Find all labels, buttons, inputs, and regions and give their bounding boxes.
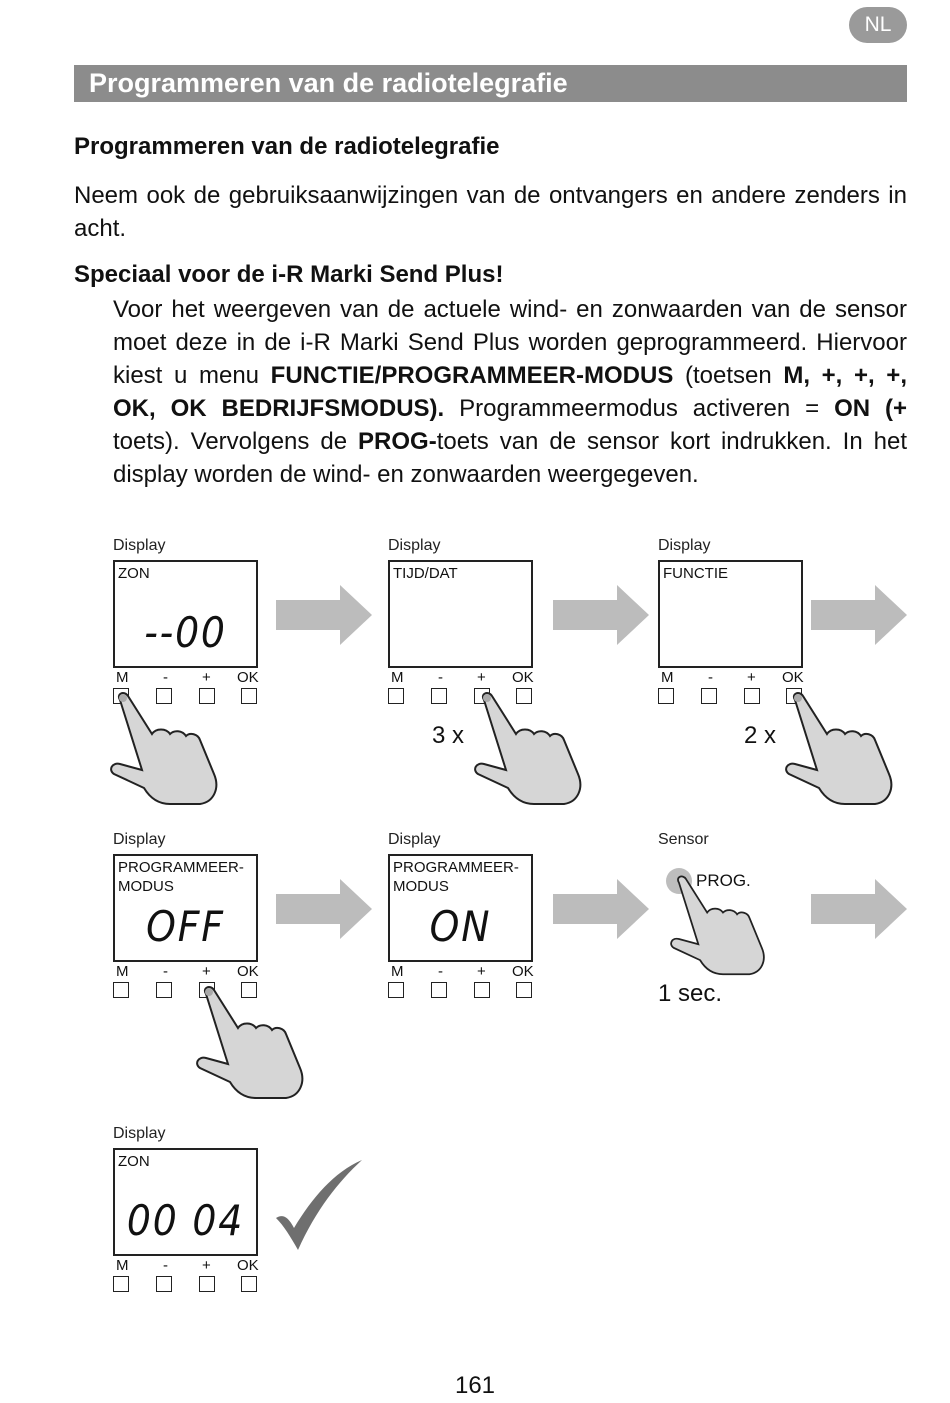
key-button xyxy=(516,982,532,998)
key-button xyxy=(744,688,760,704)
page-number: 161 xyxy=(0,1372,950,1400)
step-1-label: Display xyxy=(113,537,165,555)
display-title: TIJD/DAT xyxy=(393,564,458,583)
key-label: + xyxy=(477,669,486,686)
heading-2: Speciaal voor de i-R Marki Send Plus! xyxy=(74,261,503,289)
step-2-label: Display xyxy=(388,537,440,555)
key-label: M xyxy=(116,669,129,686)
step-6-display: ZON 00 04 xyxy=(113,1148,258,1256)
step-3-label: Display xyxy=(658,537,710,555)
key-label: + xyxy=(747,669,756,686)
arrow-right-icon xyxy=(553,879,649,939)
key-button xyxy=(156,982,172,998)
heading-1: Programmeren van de radiotelegrafie xyxy=(74,133,499,161)
key-label: OK xyxy=(512,963,534,980)
arrow-right-icon xyxy=(276,585,372,645)
step-3-display: FUNCTIE xyxy=(658,560,803,668)
pointing-hand-icon xyxy=(785,688,905,806)
arrow-right-icon xyxy=(811,585,907,645)
section-banner: Programmeren van de radiotelegrafie xyxy=(74,65,907,102)
key-label: + xyxy=(202,963,211,980)
body-text-run: PROG- xyxy=(358,428,437,455)
key-label: OK xyxy=(782,669,804,686)
sensor-label: Sensor xyxy=(658,831,709,849)
step-2-display: TIJD/DAT xyxy=(388,560,533,668)
display-title: ZON xyxy=(118,1152,150,1171)
display-title: ZON xyxy=(118,564,150,583)
key-label: M xyxy=(391,963,404,980)
key-label: + xyxy=(477,963,486,980)
key-label: M xyxy=(391,669,404,686)
key-label: - xyxy=(163,963,168,980)
key-button xyxy=(701,688,717,704)
key-button xyxy=(241,688,257,704)
step-5-display: PROGRAMMEER- MODUS ON xyxy=(388,854,533,962)
step-4-label: Display xyxy=(113,831,165,849)
step-5-label: Display xyxy=(388,831,440,849)
key-label: - xyxy=(438,963,443,980)
key-button xyxy=(199,1276,215,1292)
body-text-run: Programmeermodus activeren = xyxy=(444,395,834,422)
display-value: --00 xyxy=(122,608,249,657)
body-text-run: FUNCTIE/PROGRAMMEER-MODUS xyxy=(271,362,674,389)
step-3-keypad: M - + OK xyxy=(658,669,803,709)
pointing-hand-icon xyxy=(196,982,316,1100)
checkmark-icon xyxy=(272,1158,364,1252)
step-1-display: ZON --00 xyxy=(113,560,258,668)
arrow-right-icon xyxy=(811,879,907,939)
key-button xyxy=(388,688,404,704)
pointing-hand-icon xyxy=(474,688,594,806)
display-value: OFF xyxy=(122,902,249,951)
key-button xyxy=(156,1276,172,1292)
key-label: - xyxy=(163,669,168,686)
step-3-press-count: 2 x xyxy=(744,722,776,750)
key-button xyxy=(113,1276,129,1292)
language-badge: NL xyxy=(849,7,907,43)
display-title: PROGRAMMEER- MODUS xyxy=(118,858,244,896)
body-text-run: ON (+ xyxy=(834,395,907,422)
key-label: - xyxy=(708,669,713,686)
display-value: 00 04 xyxy=(122,1196,249,1245)
body-paragraph: Voor het weergeven van de actuele wind- … xyxy=(113,293,907,491)
step-6-keypad: M - + OK xyxy=(113,1257,258,1297)
step-6-label: Display xyxy=(113,1125,165,1143)
step-4-display: PROGRAMMEER- MODUS OFF xyxy=(113,854,258,962)
banner-title: Programmeren van de radiotelegrafie xyxy=(89,68,568,99)
pointing-hand-icon xyxy=(664,872,782,976)
key-label: + xyxy=(202,1257,211,1274)
key-button xyxy=(431,688,447,704)
key-label: + xyxy=(202,669,211,686)
display-title: PROGRAMMEER- MODUS xyxy=(393,858,519,896)
key-button xyxy=(241,1276,257,1292)
step-2-press-count: 3 x xyxy=(432,722,464,750)
display-value: ON xyxy=(397,902,524,951)
key-label: M xyxy=(116,963,129,980)
key-button xyxy=(388,982,404,998)
key-label: M xyxy=(661,669,674,686)
arrow-right-icon xyxy=(553,585,649,645)
key-label: OK xyxy=(512,669,534,686)
key-button xyxy=(431,982,447,998)
key-label: - xyxy=(438,669,443,686)
intro-paragraph: Neem ook de gebruiksaanwijzingen van de … xyxy=(74,179,907,245)
key-label: OK xyxy=(237,669,259,686)
key-label: - xyxy=(163,1257,168,1274)
body-text-run: toets). Vervolgens de xyxy=(113,428,358,455)
key-button xyxy=(474,982,490,998)
sensor-duration: 1 sec. xyxy=(658,980,722,1008)
key-button xyxy=(113,982,129,998)
body-text-run: (toetsen xyxy=(673,362,783,389)
key-label: OK xyxy=(237,1257,259,1274)
pointing-hand-icon xyxy=(110,688,230,806)
display-title: FUNCTIE xyxy=(663,564,728,583)
arrow-right-icon xyxy=(276,879,372,939)
key-label: M xyxy=(116,1257,129,1274)
step-5-keypad: M - + OK xyxy=(388,963,533,1003)
key-button xyxy=(658,688,674,704)
key-label: OK xyxy=(237,963,259,980)
